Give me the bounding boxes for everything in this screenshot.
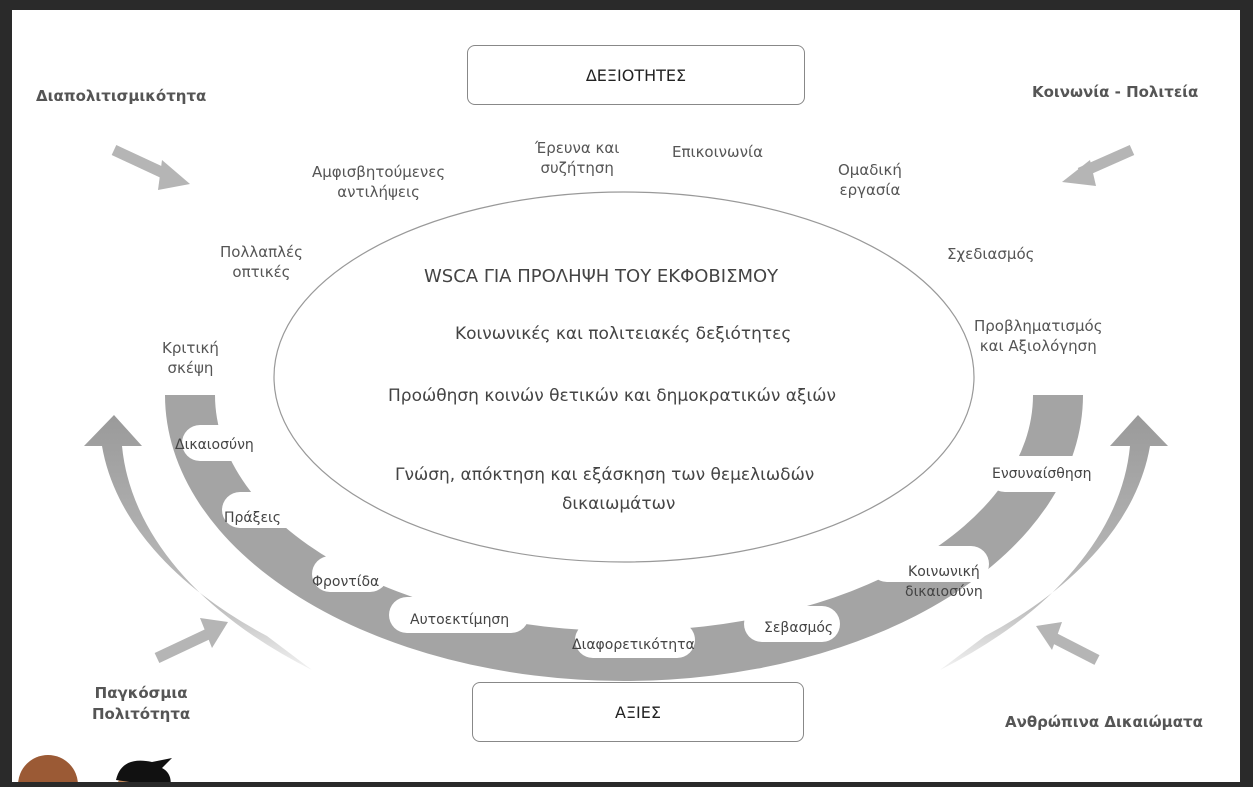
- value-social-justice-line1: Κοινωνική: [908, 564, 980, 580]
- skill-research-line2: συζήτηση: [540, 159, 614, 177]
- center-line-values: Προώθηση κοινών θετικών και δημοκρατικών…: [388, 386, 836, 406]
- center-line-rights-1: Γνώση, απόκτηση και εξάσκηση των θεμελιω…: [395, 465, 815, 485]
- right-curved-arrow: [940, 415, 1168, 670]
- pill-self-esteem-bg: [389, 597, 529, 633]
- skill-critical-line1: Κριτική: [162, 339, 219, 357]
- skills-box: ΔΕΞΙΟΤΗΤΕΣ: [467, 45, 805, 105]
- skill-teamwork-line2: εργασία: [839, 181, 901, 199]
- corner-society-state: Κοινωνία - Πολιτεία: [1032, 83, 1199, 101]
- skill-planning: Σχεδιασμός: [947, 245, 1035, 263]
- skill-teamwork-line1: Ομαδική: [838, 161, 902, 179]
- pill-actions-bg: [222, 492, 308, 528]
- corner-global-line2: Πολιτότητα: [92, 705, 191, 723]
- value-social-justice-line2: δικαιοσύνη: [905, 584, 983, 600]
- character-hair-2: [116, 758, 172, 782]
- skill-multiple-line2: οπτικές: [232, 263, 291, 281]
- characters-illustration: [18, 755, 172, 782]
- skill-communication: Επικοινωνία: [672, 143, 763, 161]
- pill-diversity-bg: [575, 622, 695, 658]
- skill-critical-line2: σκέψη: [167, 359, 214, 377]
- corner-global-citizenship: Παγκόσμια Πολιτότητα: [92, 683, 190, 725]
- arrow-top-left: [111, 145, 190, 190]
- value-empathy: Ενσυναίσθηση: [992, 466, 1092, 482]
- character-head-1: [18, 755, 78, 782]
- skill-multiple-perspectives: Πολλαπλές οπτικές: [220, 242, 303, 282]
- center-line-rights-2: δικαιωμάτων: [562, 494, 676, 514]
- diagram-canvas: ΔΕΞΙΟΤΗΤΕΣ ΑΞΙΕΣ Διαπολιτισμικότητα Κοιν…: [12, 10, 1240, 782]
- value-diversity: Διαφορετικότητα: [572, 637, 695, 653]
- arrow-bottom-left: [154, 618, 228, 663]
- arrow-top-right: [1062, 144, 1135, 186]
- skill-reflection-line1: Προβληματισμός: [974, 317, 1103, 335]
- skill-disputed-line1: Αμφισβητούμενες: [312, 163, 446, 181]
- corner-human-rights: Ανθρώπινα Δικαιώματα: [1005, 713, 1203, 731]
- pill-empathy-bg: [987, 456, 1105, 492]
- pill-respect-bg: [744, 606, 840, 642]
- value-self-esteem: Αυτοεκτίμηση: [410, 612, 510, 628]
- skill-research-line1: Έρευνα και: [535, 139, 620, 157]
- corner-global-line1: Παγκόσμια: [94, 684, 188, 702]
- center-ellipse: [273, 191, 975, 563]
- skill-disputed-line2: αντιλήψεις: [337, 183, 420, 201]
- pill-justice-bg: [182, 425, 262, 461]
- skill-disputed-perceptions: Αμφισβητούμενες αντιλήψεις: [312, 162, 445, 202]
- left-curved-arrow: [84, 415, 312, 670]
- values-box: ΑΞΙΕΣ: [472, 682, 804, 742]
- skill-reflection-evaluation: Προβληματισμός και Αξιολόγηση: [974, 316, 1103, 356]
- value-actions: Πράξεις: [224, 510, 281, 526]
- arrow-bottom-right: [1036, 622, 1100, 665]
- value-respect: Σεβασμός: [764, 620, 834, 636]
- skill-teamwork: Ομαδική εργασία: [838, 160, 902, 200]
- value-justice: Δικαιοσύνη: [175, 437, 254, 453]
- value-social-justice: Κοινωνική δικαιοσύνη: [905, 562, 983, 602]
- corner-intercultural: Διαπολιτισμικότητα: [36, 87, 207, 105]
- pill-care-bg: [312, 556, 388, 592]
- skill-research-discussion: Έρευνα και συζήτηση: [535, 138, 619, 178]
- skill-multiple-line1: Πολλαπλές: [220, 243, 303, 261]
- center-title: WSCA ΓΙΑ ΠΡΟΛΗΨΗ ΤΟΥ ΕΚΦΟΒΙΣΜΟΥ: [424, 266, 779, 287]
- center-line-social-skills: Κοινωνικές και πολιτειακές δεξιότητες: [455, 324, 792, 344]
- pill-social-justice-bg: [869, 546, 989, 582]
- skill-critical-thinking: Κριτική σκέψη: [162, 338, 219, 378]
- value-care: Φροντίδα: [312, 574, 380, 590]
- skill-reflection-line2: και Αξιολόγηση: [979, 337, 1097, 355]
